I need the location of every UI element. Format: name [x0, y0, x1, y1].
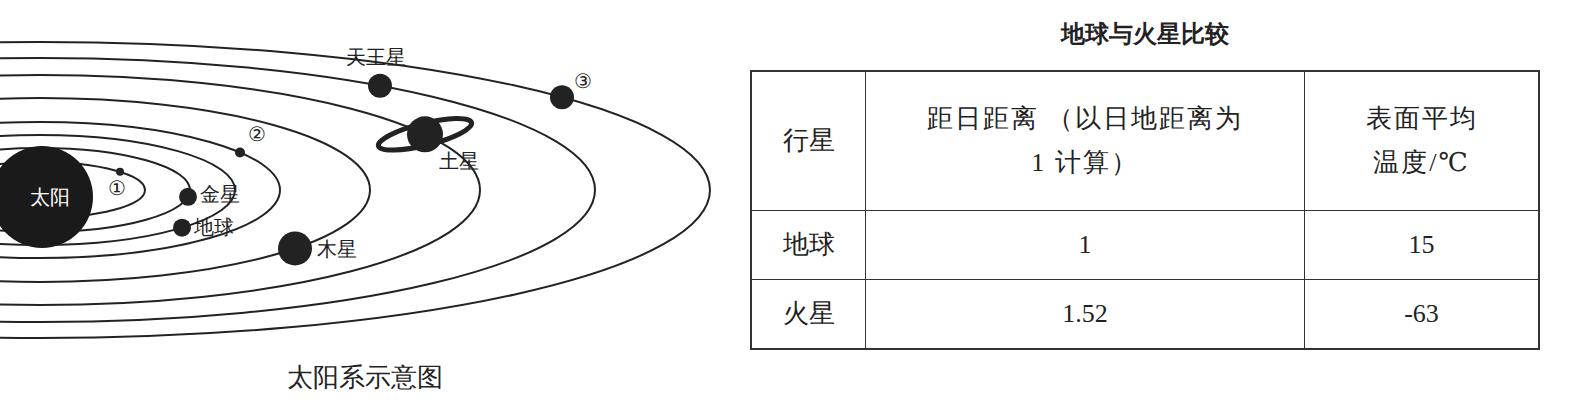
- sun-disc: [0, 146, 93, 248]
- table-cell: -63: [1305, 280, 1540, 350]
- table-cell: 15: [1305, 211, 1540, 280]
- planet-label: 金星: [200, 181, 240, 208]
- cell-text: 1: [1079, 230, 1092, 259]
- planet: [179, 188, 197, 206]
- orbit: [0, 42, 710, 338]
- cell-text: 火星: [783, 299, 835, 328]
- orbit: [0, 58, 595, 322]
- cell-text: 表面平均 温度/℃: [1357, 97, 1487, 185]
- planet-label: ②: [248, 122, 266, 146]
- table-cell: 1: [866, 211, 1305, 280]
- planet: [368, 74, 392, 98]
- table-cell: 1.52: [866, 280, 1305, 350]
- planet: [278, 231, 312, 265]
- table-cell: 距日距离 （以日地距离为 1 计算）: [866, 71, 1305, 211]
- planet-label: 土星: [439, 148, 479, 175]
- comparison-table: 行星 距日距离 （以日地距离为 1 计算） 表面平均 温度/℃ 地球 1 15 火星 1.52…: [750, 70, 1540, 350]
- orbit: [0, 75, 480, 305]
- planet-label: 木星: [317, 236, 357, 263]
- planet-label: ①: [108, 176, 126, 200]
- table-cell: 火星: [751, 280, 866, 350]
- planet-label: ③: [574, 69, 592, 93]
- cell-text: 1.52: [1062, 299, 1108, 328]
- cell-text: 距日距离 （以日地距离为 1 计算）: [920, 97, 1250, 185]
- table-row: 火星 1.52 -63: [751, 280, 1539, 350]
- planet: [407, 116, 443, 152]
- sun-circle: 太阳: [0, 145, 94, 249]
- cell-text: 地球: [783, 230, 835, 259]
- orbit: [0, 98, 370, 282]
- planet: [550, 85, 574, 109]
- planet-label: 地球: [194, 214, 234, 241]
- table-row: 行星 距日距离 （以日地距离为 1 计算） 表面平均 温度/℃: [751, 71, 1539, 211]
- table-title: 地球与火星比较: [1061, 18, 1229, 50]
- caption: 太阳系示意图: [287, 360, 443, 395]
- sun-label: 太阳: [30, 184, 70, 211]
- saturn-ring: [376, 112, 474, 157]
- cell-text: 15: [1409, 230, 1435, 259]
- table-cell: 表面平均 温度/℃: [1305, 71, 1540, 211]
- cell-text: 行星: [783, 126, 835, 155]
- table-cell: 行星: [751, 71, 866, 211]
- table-row: 地球 1 15: [751, 211, 1539, 280]
- planet-label: 天王星: [346, 44, 406, 71]
- planet: [116, 168, 124, 176]
- planet: [173, 219, 191, 237]
- cell-text: -63: [1404, 299, 1439, 328]
- table-cell: 地球: [751, 211, 866, 280]
- planet: [235, 147, 245, 157]
- orbit: [0, 122, 280, 258]
